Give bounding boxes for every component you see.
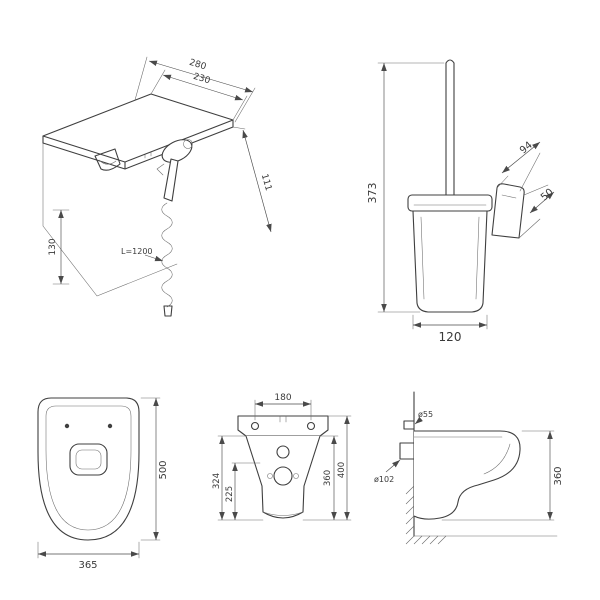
- mount-plate: [237, 415, 329, 437]
- toilet-body: [245, 435, 321, 519]
- dim-right-outer: 400: [337, 462, 347, 478]
- dimension-lines: 500 365: [37, 397, 169, 571]
- dimension-lines: ø55 ø102 360: [374, 410, 564, 521]
- wall-bracket: [491, 183, 525, 239]
- dim-mount-spacing: 180: [274, 393, 291, 403]
- dim-shelf-top: 230: [192, 72, 212, 87]
- toilet-plan-drawing: 500 365: [37, 397, 169, 571]
- dim-bracket-height: 50: [539, 187, 556, 204]
- seat-opening: [69, 443, 108, 476]
- toilet-brush-drawing: 373 120 94 50: [366, 59, 556, 344]
- dim-depth: 500: [158, 460, 169, 479]
- dim-cup-width: 120: [439, 330, 462, 344]
- dim-side-depth: 111: [259, 173, 273, 192]
- dimension-lines: 230 280 130 111 L=1200: [48, 56, 273, 285]
- inlet-pipe: [403, 420, 415, 430]
- shelf: [42, 93, 234, 170]
- dim-total-height: 373: [366, 183, 379, 204]
- paper-holder: [94, 148, 121, 171]
- drain-pipe: [399, 442, 415, 460]
- shower-hose: [161, 202, 173, 317]
- dim-hose-length: L=1200: [121, 247, 153, 256]
- hygienic-shower-drawing: 230 280 130 111 L=1200: [42, 56, 273, 317]
- mount-dot-left: [64, 423, 70, 429]
- dim-inlet-diameter: ø55: [418, 410, 433, 419]
- dim-left-outer: 324: [212, 473, 222, 489]
- dim-drain-diameter: ø102: [374, 475, 394, 484]
- brush-cup: [407, 194, 493, 313]
- dim-width: 365: [78, 560, 97, 571]
- dimension-lines: 180 324 225 360 400: [212, 393, 352, 521]
- toilet-body-outline: [37, 397, 140, 541]
- dim-right-inner: 360: [323, 470, 333, 486]
- dimension-lines: 373 120 94 50: [366, 62, 556, 344]
- dim-shelf-width: 280: [188, 58, 208, 73]
- toilet-front-drawing: 180 324 225 360 400: [212, 393, 352, 521]
- sprayer-head: [156, 139, 193, 202]
- toilet-profile: [413, 430, 521, 520]
- dim-height: 360: [553, 466, 564, 485]
- brush-handle: [445, 59, 455, 196]
- dim-bracket-height: 130: [48, 238, 58, 255]
- wall-lines: [42, 97, 178, 297]
- dim-bracket-depth: 94: [518, 140, 535, 157]
- mount-dot-right: [107, 423, 113, 429]
- wall-hatching: [405, 485, 447, 545]
- dim-left-inner: 225: [225, 486, 235, 502]
- toilet-side-drawing: ø55 ø102 360: [374, 391, 564, 545]
